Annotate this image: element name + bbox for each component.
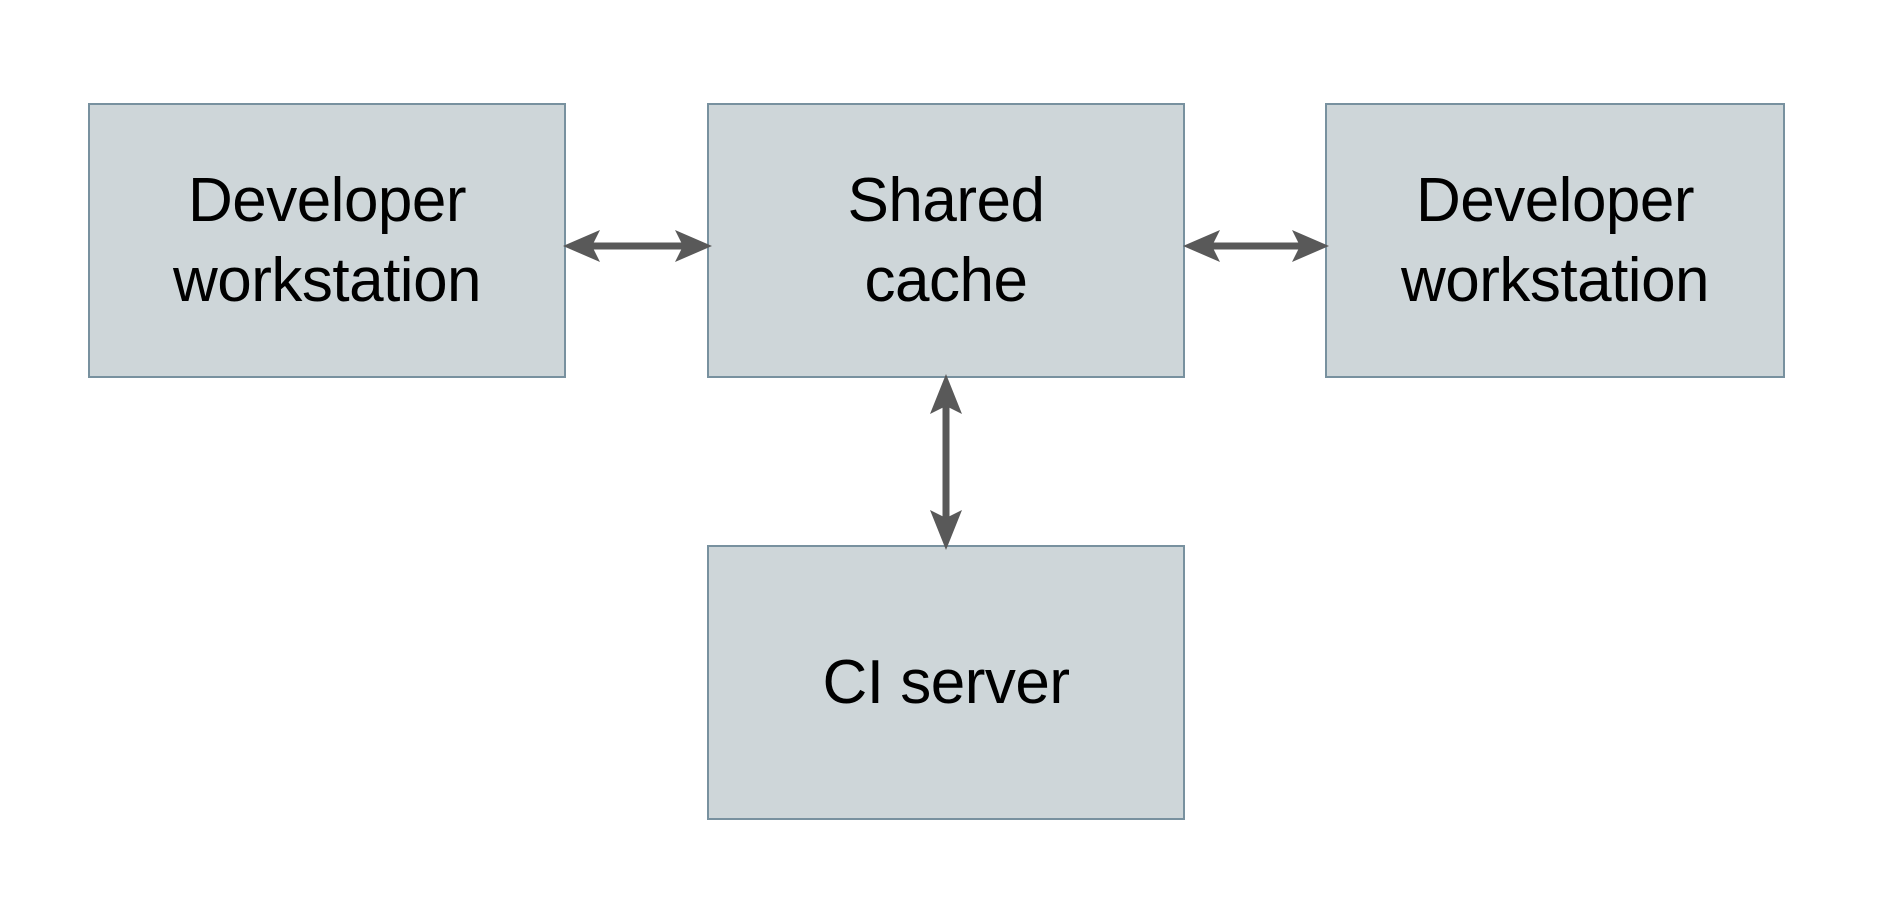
arrowhead-left-icon [563,230,600,262]
connector-cache-to-workstation-right[interactable] [1180,200,1332,292]
connector-cache-to-ci-server[interactable] [900,372,992,552]
node-developer-workstation-left[interactable]: Developer workstation [88,103,566,378]
arrowhead-up-icon [930,374,962,414]
node-developer-workstation-right[interactable]: Developer workstation [1325,103,1785,378]
node-label: Developer workstation [1400,166,1710,315]
node-label: Shared cache [847,166,1045,315]
node-label: Developer workstation [172,166,482,315]
node-shared-cache[interactable]: Shared cache [707,103,1185,378]
arrowhead-right-icon [1292,230,1329,262]
arrowhead-down-icon [930,510,962,550]
arrowhead-right-icon [675,230,712,262]
node-label: CI server [822,647,1070,717]
node-ci-server[interactable]: CI server [707,545,1185,820]
arrowhead-left-icon [1183,230,1220,262]
connector-workstation-left-to-cache[interactable] [560,200,715,292]
